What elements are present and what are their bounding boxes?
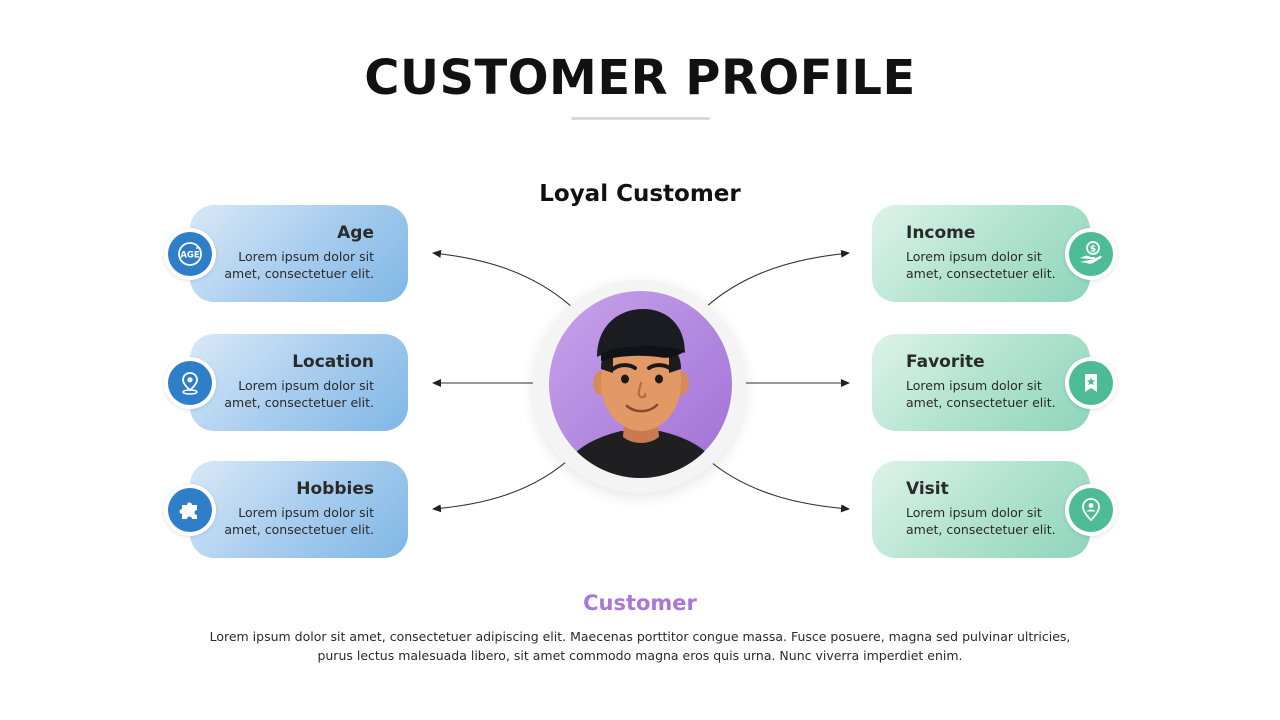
page-title: CUSTOMER PROFILE bbox=[364, 50, 916, 106]
income-badge: $ bbox=[1065, 228, 1117, 280]
card-text: Lorem ipsum dolor sit amet, consectetuer… bbox=[906, 378, 1056, 410]
hobbies-badge bbox=[164, 484, 216, 536]
card-text: Lorem ipsum dolor sit amet, consectetuer… bbox=[224, 378, 374, 410]
svg-text:$: $ bbox=[1090, 245, 1096, 255]
visit-badge bbox=[1065, 484, 1117, 536]
puzzle-icon bbox=[179, 502, 197, 519]
card-income: Income Lorem ipsum dolor sit amet, conse… bbox=[872, 205, 1090, 302]
arrow-to-hobbies bbox=[432, 454, 575, 513]
card-title: Favorite bbox=[906, 352, 985, 372]
age-icon: AGE bbox=[178, 242, 202, 266]
card-title: Location bbox=[292, 352, 374, 372]
description-line: purus lectus malesuada libero, sit amet … bbox=[317, 648, 963, 663]
arrow-to-age bbox=[432, 249, 573, 308]
location-pin-icon bbox=[182, 372, 198, 395]
card-text: Lorem ipsum dolor sit amet, consectetuer… bbox=[906, 505, 1056, 537]
customer-label: Customer bbox=[583, 591, 697, 615]
description-line: Lorem ipsum dolor sit amet, consectetuer… bbox=[209, 629, 1071, 644]
customer-description: Lorem ipsum dolor sit amet, consectetuer… bbox=[200, 627, 1080, 665]
card-text: Lorem ipsum dolor sit amet, consectetuer… bbox=[224, 249, 374, 281]
card-title: Income bbox=[906, 223, 976, 243]
card-text: Lorem ipsum dolor sit amet, consectetuer… bbox=[224, 505, 374, 537]
card-hobbies: Hobbies Lorem ipsum dolor sit amet, cons… bbox=[190, 461, 408, 558]
card-age: Age Lorem ipsum dolor sit amet, consecte… bbox=[190, 205, 408, 302]
money-hand-icon: $ bbox=[1080, 241, 1102, 264]
user-pin-icon bbox=[1082, 498, 1100, 522]
customer-avatar-icon bbox=[549, 291, 732, 478]
title-underline bbox=[571, 117, 710, 120]
bookmark-star-icon bbox=[1085, 374, 1097, 392]
age-badge: AGE bbox=[164, 228, 216, 280]
card-favorite: Favorite Lorem ipsum dolor sit amet, con… bbox=[872, 334, 1090, 431]
card-location: Location Lorem ipsum dolor sit amet, con… bbox=[190, 334, 408, 431]
arrow-to-income bbox=[705, 249, 850, 308]
card-text: Lorem ipsum dolor sit amet, consectetuer… bbox=[906, 249, 1056, 281]
favorite-badge bbox=[1065, 357, 1117, 409]
location-badge bbox=[164, 357, 216, 409]
customer-avatar bbox=[549, 291, 732, 478]
card-title: Hobbies bbox=[296, 479, 374, 499]
card-title: Visit bbox=[906, 479, 949, 499]
card-title: Age bbox=[337, 223, 374, 243]
age-icon-text: AGE bbox=[180, 251, 200, 261]
arrow-to-visit bbox=[705, 457, 850, 513]
diagram-subtitle: Loyal Customer bbox=[539, 181, 741, 207]
card-visit: Visit Lorem ipsum dolor sit amet, consec… bbox=[872, 461, 1090, 558]
